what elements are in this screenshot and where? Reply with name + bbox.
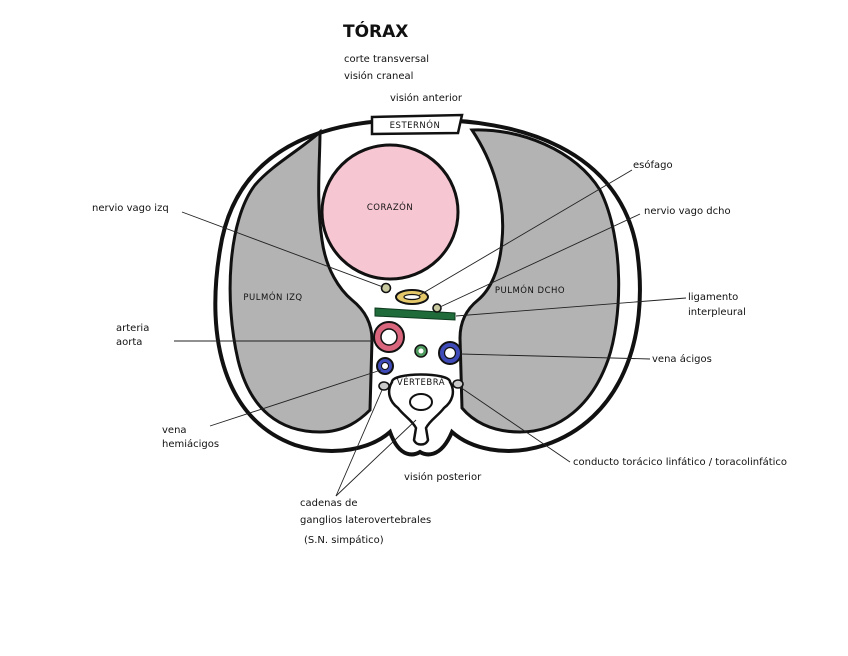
thoracic-duct-lumen xyxy=(418,348,424,354)
vertebral-canal xyxy=(409,393,433,411)
right-sympathetic-ganglion xyxy=(452,379,464,389)
diagram-title: TÓRAX xyxy=(343,20,408,42)
leader-nervio-vago-dcho xyxy=(439,213,641,308)
left-sympathetic-ganglion xyxy=(378,381,390,391)
posterior-view-label: visión posterior xyxy=(404,471,482,483)
leader-ligamento xyxy=(455,297,687,317)
leader-esofago xyxy=(417,169,633,297)
right-vagus-nerve xyxy=(432,303,442,313)
sternum-label: ESTERNÓN xyxy=(390,119,441,131)
vertebra-label: VÉRTEBRA xyxy=(397,376,445,388)
label-arteria-line-2: aorta xyxy=(116,337,142,348)
anterior-view-label: visión anterior xyxy=(390,92,463,104)
leader-cadena-1 xyxy=(335,389,383,497)
label-cadena-line-3: (S.N. simpático) xyxy=(304,534,384,546)
sternum xyxy=(370,113,464,136)
label-ligamento-line-1: ligamento xyxy=(688,292,738,303)
leader-cadena-2 xyxy=(335,419,417,497)
label-ligamento-line-2: interpleural xyxy=(688,307,746,318)
subtitle-line-1: corte transversal xyxy=(344,54,429,65)
esophagus-lumen xyxy=(403,293,421,301)
leader-conducto xyxy=(459,386,571,463)
label-nervio-vago-dcho: nervio vago dcho xyxy=(644,206,731,217)
right-lung xyxy=(458,128,621,434)
label-esofago: esófago xyxy=(633,159,673,171)
leader-vena-hemiazigos xyxy=(209,369,382,427)
subtitle-line-2: visión craneal xyxy=(344,70,413,82)
hemiazygos-vein-lumen xyxy=(381,362,389,370)
left-lung-label: PULMÓN IZQ xyxy=(243,291,302,303)
label-vena-line-2: hemiácigos xyxy=(162,438,219,450)
label-conducto: conducto torácico linfático / toracolinf… xyxy=(573,456,787,468)
azygos-vein-lumen xyxy=(443,346,457,360)
heart-label: CORAZÓN xyxy=(367,201,413,213)
label-arteria-line-1: arteria xyxy=(116,323,149,334)
interpleural-ligament xyxy=(374,307,456,321)
label-vena-azigos: vena ácigos xyxy=(652,353,712,365)
label-cadena-line-1: cadenas de xyxy=(300,498,357,509)
right-lung-label: PULMÓN DCHO xyxy=(495,284,565,296)
leader-vena-azigos xyxy=(460,353,651,360)
aorta-lumen xyxy=(380,328,398,346)
label-cadena-line-2: ganglios laterovertebrales xyxy=(300,515,431,526)
left-vagus-nerve xyxy=(380,282,392,294)
label-nervio-vago-izq: nervio vago izq xyxy=(92,203,169,214)
heart xyxy=(320,143,460,281)
label-vena-line-1: vena xyxy=(162,425,187,436)
left-lung xyxy=(228,128,374,434)
leader-nervio-vago-izq xyxy=(181,211,384,288)
